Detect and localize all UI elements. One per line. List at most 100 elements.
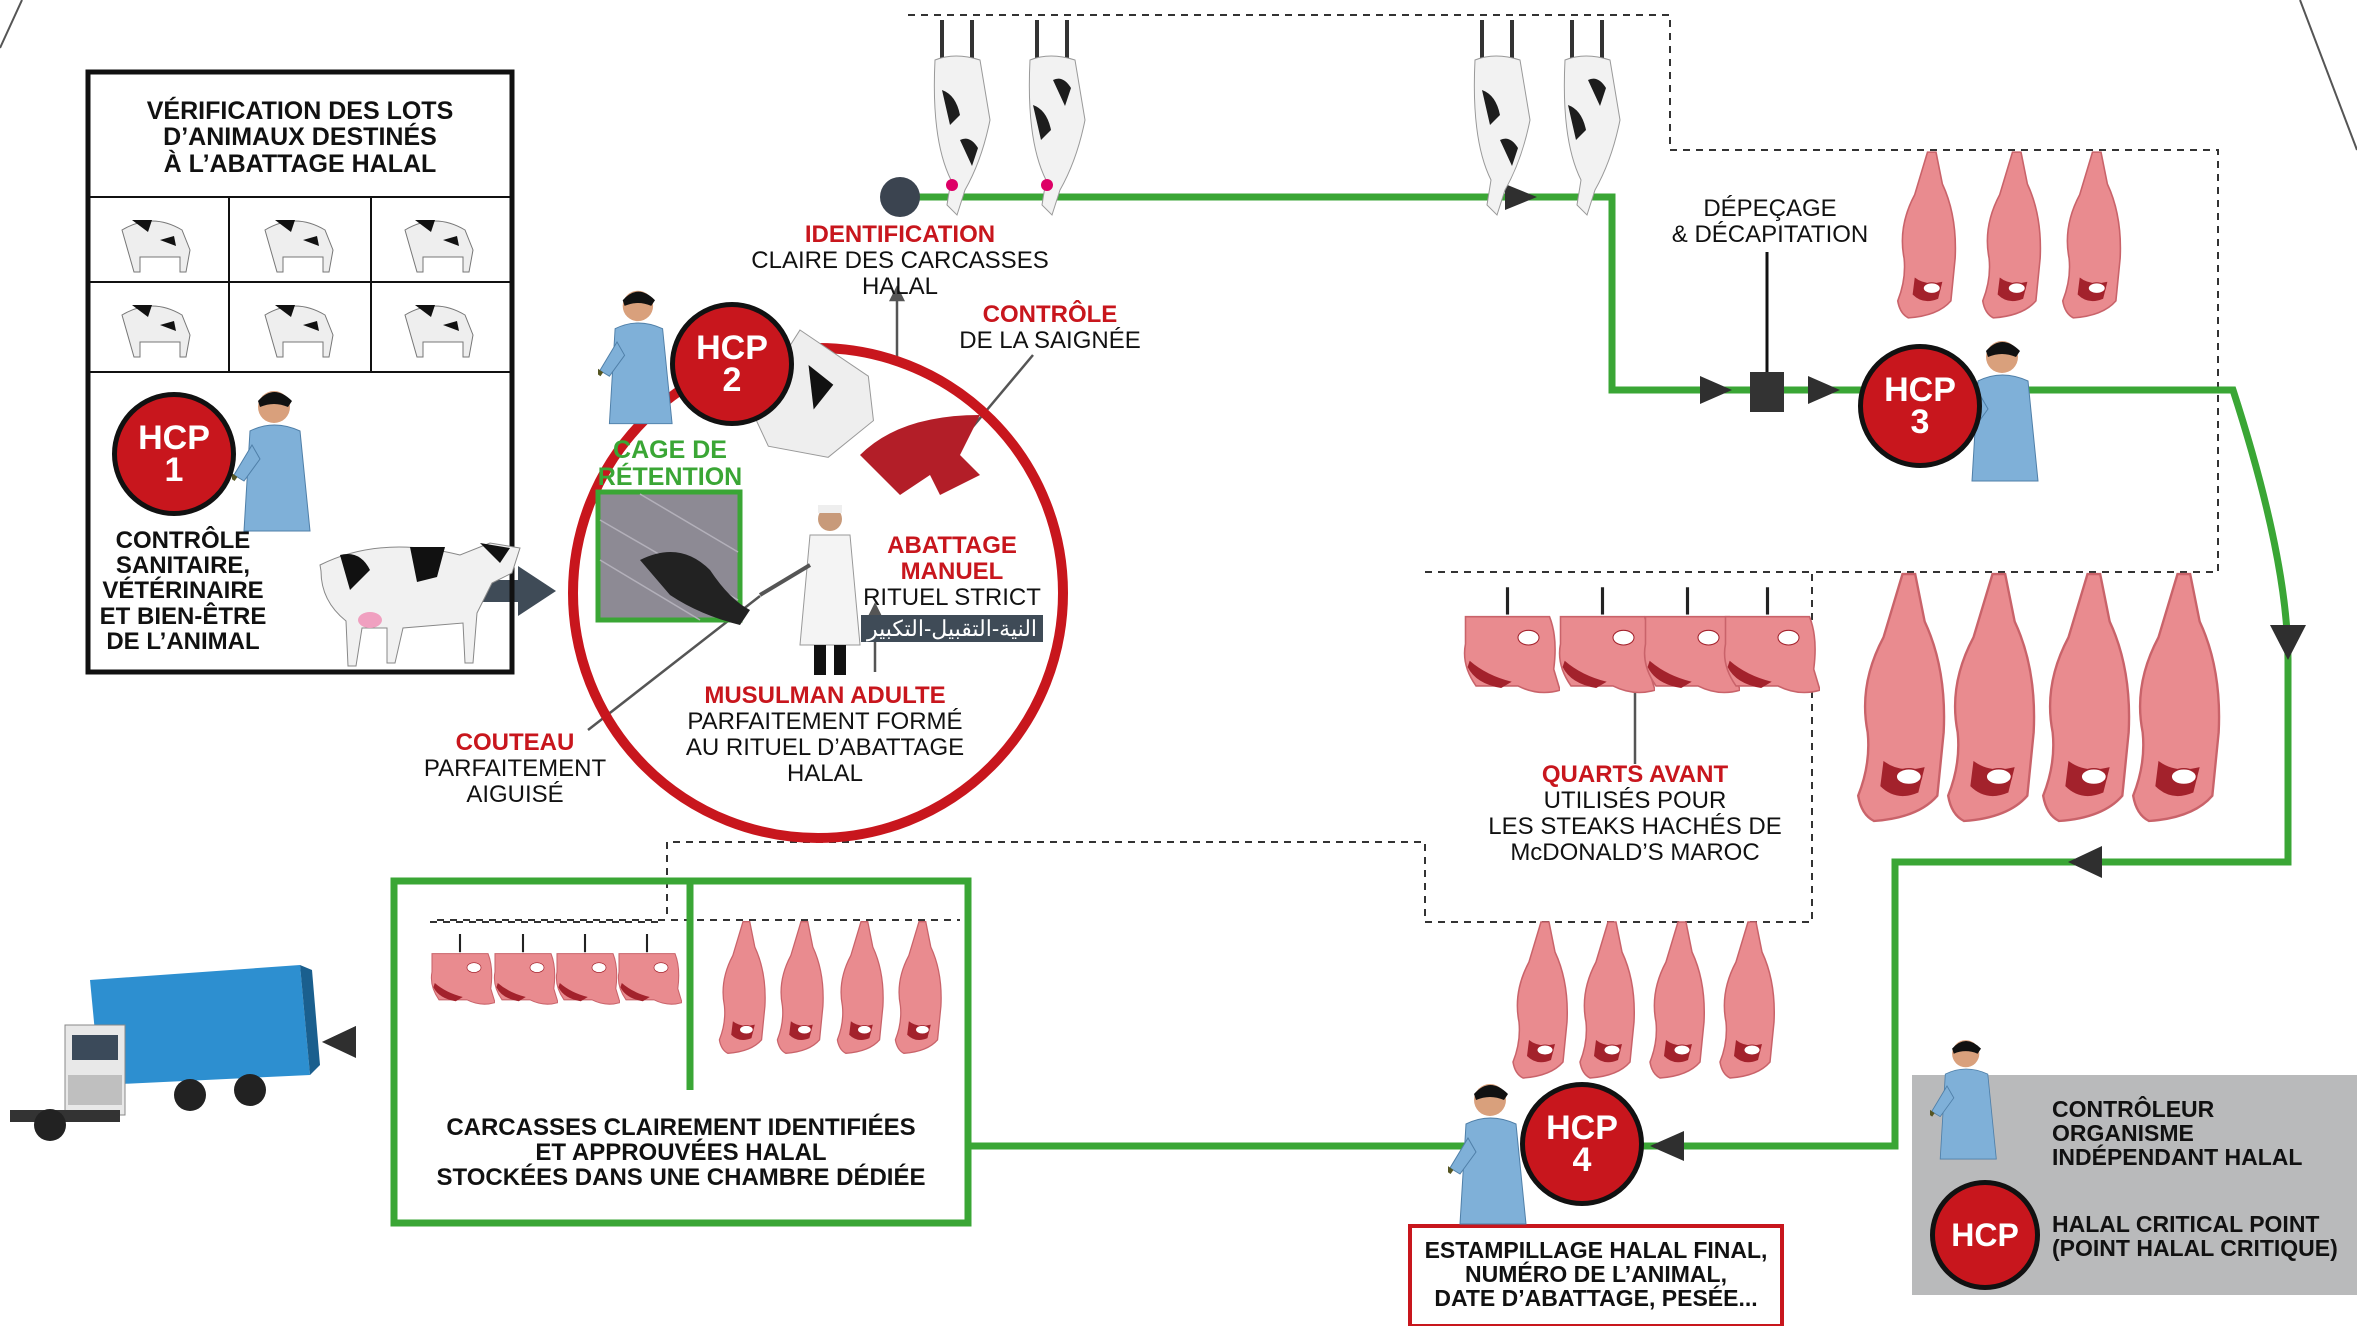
meat-side xyxy=(1579,921,1635,1079)
stamp-line: NUMÉRO DE L’ANIMAL, xyxy=(1465,1261,1727,1288)
meat-side xyxy=(2061,151,2122,319)
hcp-3-number: 3 xyxy=(1910,403,1930,441)
musulman-line: PARFAITEMENT FORMÉ xyxy=(687,707,963,735)
meat-side xyxy=(776,921,824,1054)
control-line: VÉTÉRINAIRE xyxy=(102,577,264,605)
butcher xyxy=(758,505,861,675)
hcp-1-label: HCP xyxy=(138,418,210,457)
identification-title: IDENTIFICATION xyxy=(804,221,996,248)
storage-line: ET APPROUVÉES HALAL xyxy=(535,1139,827,1167)
inspector-person xyxy=(1448,1084,1527,1225)
decapitation-station xyxy=(1750,372,1784,412)
legend-controller-line: CONTRÔLEUR xyxy=(2052,1096,2215,1122)
cage-label: CAGE DE RÉTENTION xyxy=(590,437,750,491)
meat-quarter xyxy=(430,934,495,1005)
hcp-2-label: HCP xyxy=(696,328,768,367)
lot-check-title-line: À L’ABATTAGE HALAL xyxy=(163,149,437,178)
legend-hcp-badge: HCP xyxy=(1930,1180,2040,1290)
stamp-text: ESTAMPILLAGE HALAL FINAL, NUMÉRO DE L’AN… xyxy=(1414,1237,1778,1312)
meat-quarter xyxy=(617,934,682,1005)
meat-quarter xyxy=(555,934,620,1005)
meat-side xyxy=(1856,572,1946,823)
legend-controller-line: ORGANISME xyxy=(2052,1120,2194,1147)
identification-line: HALAL xyxy=(861,272,939,300)
couteau-title: COUTEAU xyxy=(455,729,575,756)
lot-cows xyxy=(121,220,474,358)
meat-side xyxy=(836,921,884,1054)
depecage-line: DÉPEÇAGE xyxy=(1703,195,1837,222)
abattage-title-line: ABATTAGE xyxy=(887,532,1017,559)
meat-side xyxy=(894,921,942,1054)
storage-line: CARCASSES CLAIREMENT IDENTIFIÉES xyxy=(446,1114,916,1141)
controle-saignee-line: DE LA SAIGNÉE xyxy=(959,326,1141,354)
hcp-3-badge: HCP 3 xyxy=(1858,344,1982,468)
stamp-line: ESTAMPILLAGE HALAL FINAL, xyxy=(1424,1237,1768,1263)
dashed-rails xyxy=(437,14,2219,923)
control-sanitaire-text: CONTRÔLE SANITAIRE, VÉTÉRINAIRE ET BIEN-… xyxy=(88,528,278,654)
legend-controller-text: CONTRÔLEUR ORGANISME INDÉPENDANT HALAL xyxy=(2052,1096,2352,1171)
live-cow xyxy=(319,542,521,667)
legend-inspector-person xyxy=(1930,1040,1997,1160)
hcp-4-label: HCP xyxy=(1546,1108,1618,1147)
lot-check-title: VÉRIFICATION DES LOTS D’ANIMAUX DESTINÉS… xyxy=(96,98,504,177)
inspector-person xyxy=(598,290,673,425)
depecage-text: DÉPEÇAGE & DÉCAPITATION xyxy=(1660,196,1880,248)
depecage-line: & DÉCAPITATION xyxy=(1671,220,1869,248)
controle-saignee-text: CONTRÔLE DE LA SAIGNÉE xyxy=(940,302,1160,354)
storage-text: CARCASSES CLAIREMENT IDENTIFIÉES ET APPR… xyxy=(400,1115,962,1191)
hcp-3-label: HCP xyxy=(1884,370,1956,409)
blood xyxy=(860,415,980,495)
meat-side xyxy=(2131,572,2221,823)
hcp-1-number: 1 xyxy=(164,451,184,489)
storage-line: STOCKÉES DANS UNE CHAMBRE DÉDIÉE xyxy=(436,1164,926,1192)
legend-controller-line: INDÉPENDANT HALAL xyxy=(2052,1144,2303,1171)
meat-side xyxy=(2041,572,2131,823)
legend-hcp-line: HALAL CRITICAL POINT xyxy=(2052,1211,2320,1237)
identification-text: IDENTIFICATION CLAIRE DES CARCASSES HALA… xyxy=(740,222,1060,300)
abattage-title-line: MANUEL xyxy=(900,557,1004,585)
musulman-text: MUSULMAN ADULTE PARFAITEMENT FORMÉ AU RI… xyxy=(680,683,970,787)
control-line: CONTRÔLE xyxy=(115,527,251,554)
meat-side xyxy=(1896,151,1957,319)
lot-check-title-line: VÉRIFICATION DES LOTS xyxy=(146,97,454,125)
abattage-text: ABATTAGE MANUEL RITUEL STRICT النية-التق… xyxy=(852,532,1052,643)
meat-quarter xyxy=(1463,587,1560,694)
hcp-1-badge: HCP 1 xyxy=(112,392,236,516)
controle-saignee-title: CONTRÔLE xyxy=(982,301,1118,328)
legend-hcp-line: (POINT HALAL CRITIQUE) xyxy=(2052,1235,2338,1262)
stamp-line: DATE D’ABATTAGE, PESÉE... xyxy=(1434,1285,1758,1312)
cage-label-line: RÉTENTION xyxy=(597,463,743,491)
meat-side xyxy=(1981,151,2042,319)
couteau-line: AIGUISÉ xyxy=(466,780,564,808)
stamp-box xyxy=(1408,1224,1784,1326)
legend-hcp-text: HALAL CRITICAL POINT (POINT HALAL CRITIQ… xyxy=(2052,1212,2352,1260)
legend-hcp-label: HCP xyxy=(1951,1216,2019,1253)
control-line: DE L’ANIMAL xyxy=(106,627,260,655)
quarts-line: UTILISÉS POUR xyxy=(1543,786,1727,814)
quarts-line: LES STEAKS HACHÉS DE xyxy=(1488,812,1782,840)
musulman-title: MUSULMAN ADULTE xyxy=(704,682,946,709)
musulman-line: HALAL xyxy=(786,759,864,787)
quarts-avant-text: QUARTS AVANT UTILISÉS POUR LES STEAKS HA… xyxy=(1480,762,1790,866)
quarts-title: QUARTS AVANT xyxy=(1541,761,1729,788)
abattage-line: RITUEL STRICT xyxy=(863,583,1041,611)
abattage-arabic-label: النية-التقبيل-التكبير xyxy=(860,614,1044,643)
inspector-person xyxy=(232,391,311,532)
meat-side xyxy=(1649,921,1705,1079)
truck xyxy=(10,965,320,1141)
meat-quarter xyxy=(1723,587,1820,694)
meat-side xyxy=(1719,921,1775,1079)
identification-line: CLAIRE DES CARCASSES xyxy=(751,246,1049,274)
meat-quarter xyxy=(1643,587,1740,694)
meat-side xyxy=(1512,921,1568,1079)
musulman-line: AU RITUEL D’ABATTAGE xyxy=(685,733,965,761)
hcp-2-number: 2 xyxy=(722,361,742,399)
meat-side xyxy=(1946,572,2036,823)
couteau-line: PARFAITEMENT xyxy=(423,754,607,782)
hanging-cows xyxy=(933,20,1621,216)
cage-label-line: CAGE DE xyxy=(613,436,727,464)
control-line: SANITAIRE, xyxy=(115,552,251,580)
lot-check-title-line: D’ANIMAUX DESTINÉS xyxy=(163,123,437,152)
hcp-4-number: 4 xyxy=(1572,1141,1592,1179)
hcp-4-badge: HCP 4 xyxy=(1520,1082,1644,1206)
